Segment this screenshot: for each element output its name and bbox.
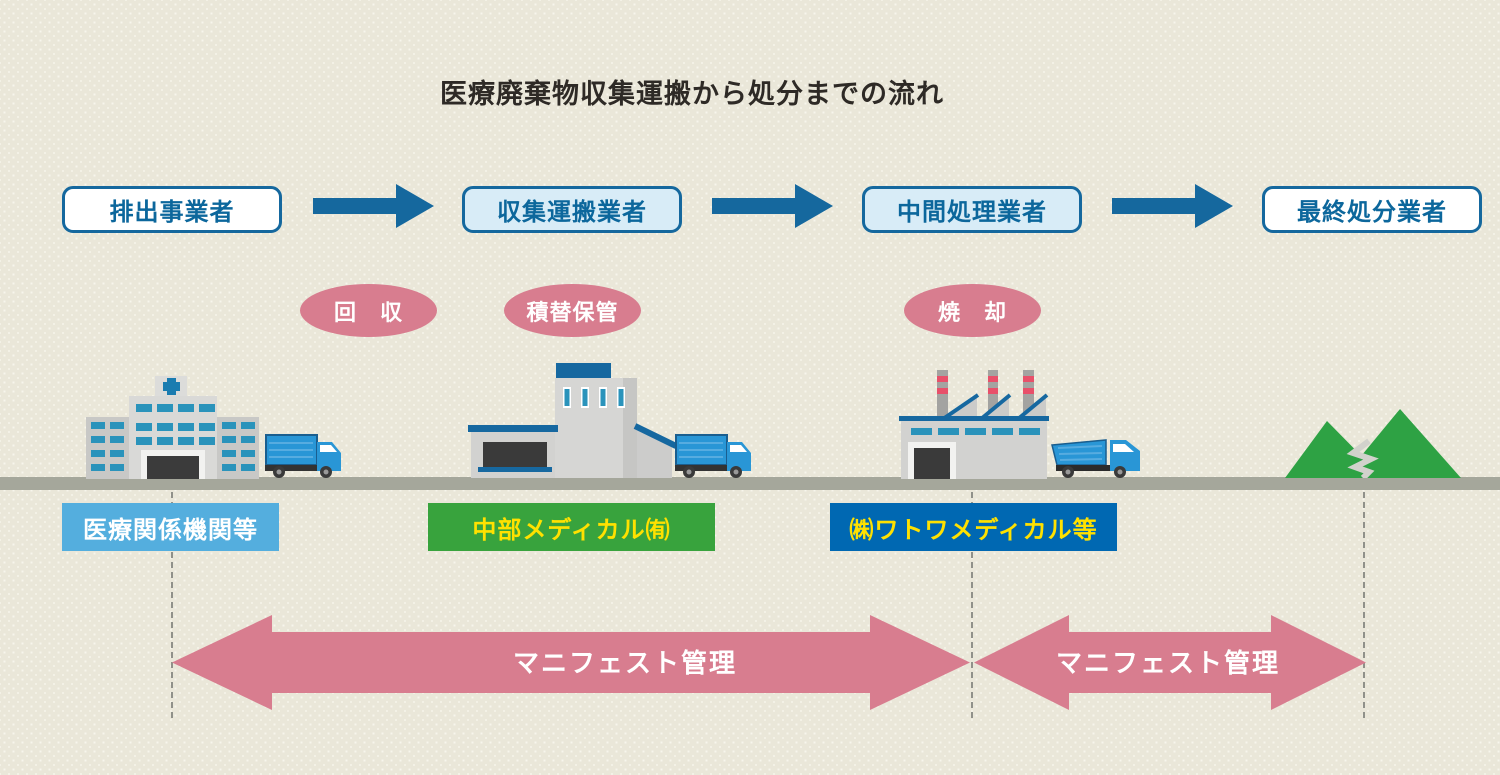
process-ellipse-incineration: 焼 却 <box>904 284 1041 337</box>
box-truck-icon <box>265 434 341 478</box>
flow-box-waste-generator: 排出事業者 <box>62 186 282 233</box>
box-truck-icon <box>675 434 751 478</box>
incineration-plant-icon <box>899 370 1049 479</box>
entity-label-medical-institutions: 医療関係機関等 <box>62 503 279 551</box>
manifest-management-label: マニフェスト管理 <box>512 648 737 678</box>
entity-label-chubu-medical: 中部メディカル㈲ <box>428 503 715 551</box>
manifest-management-label: マニフェスト管理 <box>1055 648 1280 678</box>
process-ellipse-collection: 回 収 <box>300 284 437 337</box>
ground-line <box>0 477 1500 490</box>
flow-arrow-right-icon <box>712 184 833 228</box>
hospital-building-icon <box>86 376 259 479</box>
manifest-double-arrow-icon <box>974 615 1366 710</box>
flow-arrow-right-icon <box>313 184 434 228</box>
transfer-warehouse-icon <box>468 363 678 478</box>
diagram-title: 医療廃棄物収集運搬から処分までの流れ <box>440 79 944 109</box>
flow-box-collection-transporter: 収集運搬業者 <box>462 186 682 233</box>
flow-box-final-disposer: 最終処分業者 <box>1262 186 1482 233</box>
process-ellipse-transfer-storage: 積替保管 <box>504 284 641 337</box>
landfill-mountains-icon <box>1285 409 1461 478</box>
manifest-double-arrow-icon <box>172 615 970 710</box>
entity-label-watowa-medical: ㈱ワトワメディカル等 <box>830 503 1117 551</box>
flow-box-intermediate-processor: 中間処理業者 <box>862 186 1082 233</box>
dashed-line-generator <box>171 492 173 718</box>
flow-arrow-right-icon <box>1112 184 1233 228</box>
dashed-line-landfill <box>1363 492 1365 718</box>
dump-truck-icon <box>1051 439 1140 478</box>
dashed-line-processor <box>971 492 973 718</box>
